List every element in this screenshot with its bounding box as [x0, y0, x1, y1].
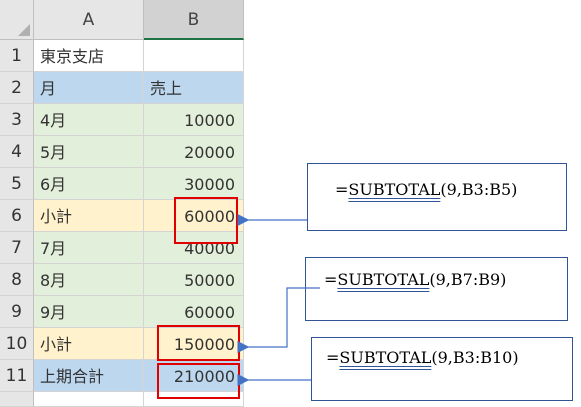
select-all-icon	[18, 24, 30, 36]
column-header-a[interactable]: A	[34, 0, 144, 40]
column-header-b[interactable]: B	[144, 0, 244, 40]
cell-a6[interactable]: 小計	[34, 200, 144, 232]
cell-b6[interactable]: 60000	[144, 200, 244, 232]
cell-b10[interactable]: 150000	[144, 328, 244, 360]
formula-prefix: =	[326, 348, 340, 367]
highlight-box-b6	[174, 197, 238, 244]
cell-a4[interactable]: 5月	[34, 136, 144, 168]
cell-a9[interactable]: 9月	[34, 296, 144, 328]
formula-prefix: =	[335, 180, 349, 199]
formula-callout-3: =SUBTOTAL(9,B3:B10)	[311, 337, 573, 401]
arrow-to-b10	[237, 287, 320, 353]
cell-a1[interactable]: 東京支店	[34, 40, 144, 72]
cell-a5[interactable]: 6月	[34, 168, 144, 200]
cell-b5[interactable]: 30000	[144, 168, 244, 200]
formula-prefix: =	[324, 270, 338, 289]
cell-b1[interactable]	[144, 40, 244, 72]
row-header[interactable]: 11	[0, 360, 34, 392]
formula-function: SUBTOTAL	[339, 348, 432, 367]
row-header[interactable]: 4	[0, 136, 34, 168]
select-all-corner[interactable]	[0, 0, 34, 40]
cell-a7[interactable]: 7月	[34, 232, 144, 264]
row-header[interactable]: 1	[0, 40, 34, 72]
row-header[interactable]: 6	[0, 200, 34, 232]
cell-b3[interactable]: 10000	[144, 104, 244, 136]
cell-b2[interactable]: 売上	[144, 72, 244, 104]
row-header[interactable]: 8	[0, 264, 34, 296]
row-header[interactable]: 3	[0, 104, 34, 136]
formula-function: SUBTOTAL	[337, 270, 430, 289]
formula-function: SUBTOTAL	[348, 180, 441, 199]
row-header[interactable]: 7	[0, 232, 34, 264]
formula-args: (9,B7:B9)	[429, 270, 507, 289]
cell-a10[interactable]: 小計	[34, 328, 144, 360]
cell-a8[interactable]: 8月	[34, 264, 144, 296]
formula-callout-2: =SUBTOTAL(9,B7:B9)	[305, 257, 568, 321]
row-header[interactable]: 2	[0, 72, 34, 104]
row-header[interactable]: 9	[0, 296, 34, 328]
cell-a2[interactable]: 月	[34, 72, 144, 104]
cell-a3[interactable]: 4月	[34, 104, 144, 136]
cell-a11[interactable]: 上期合計	[34, 360, 144, 392]
cell-b11[interactable]: 210000	[144, 360, 244, 392]
formula-callout-1: =SUBTOTAL(9,B3:B5)	[307, 163, 567, 231]
row-header[interactable]: 5	[0, 168, 34, 200]
row-header[interactable]: 10	[0, 328, 34, 360]
formula-args: (9,B3:B5)	[440, 180, 518, 199]
formula-args: (9,B3:B10)	[431, 348, 519, 367]
cell-b8[interactable]: 50000	[144, 264, 244, 296]
cell-b9[interactable]: 60000	[144, 296, 244, 328]
cell-b4[interactable]: 20000	[144, 136, 244, 168]
